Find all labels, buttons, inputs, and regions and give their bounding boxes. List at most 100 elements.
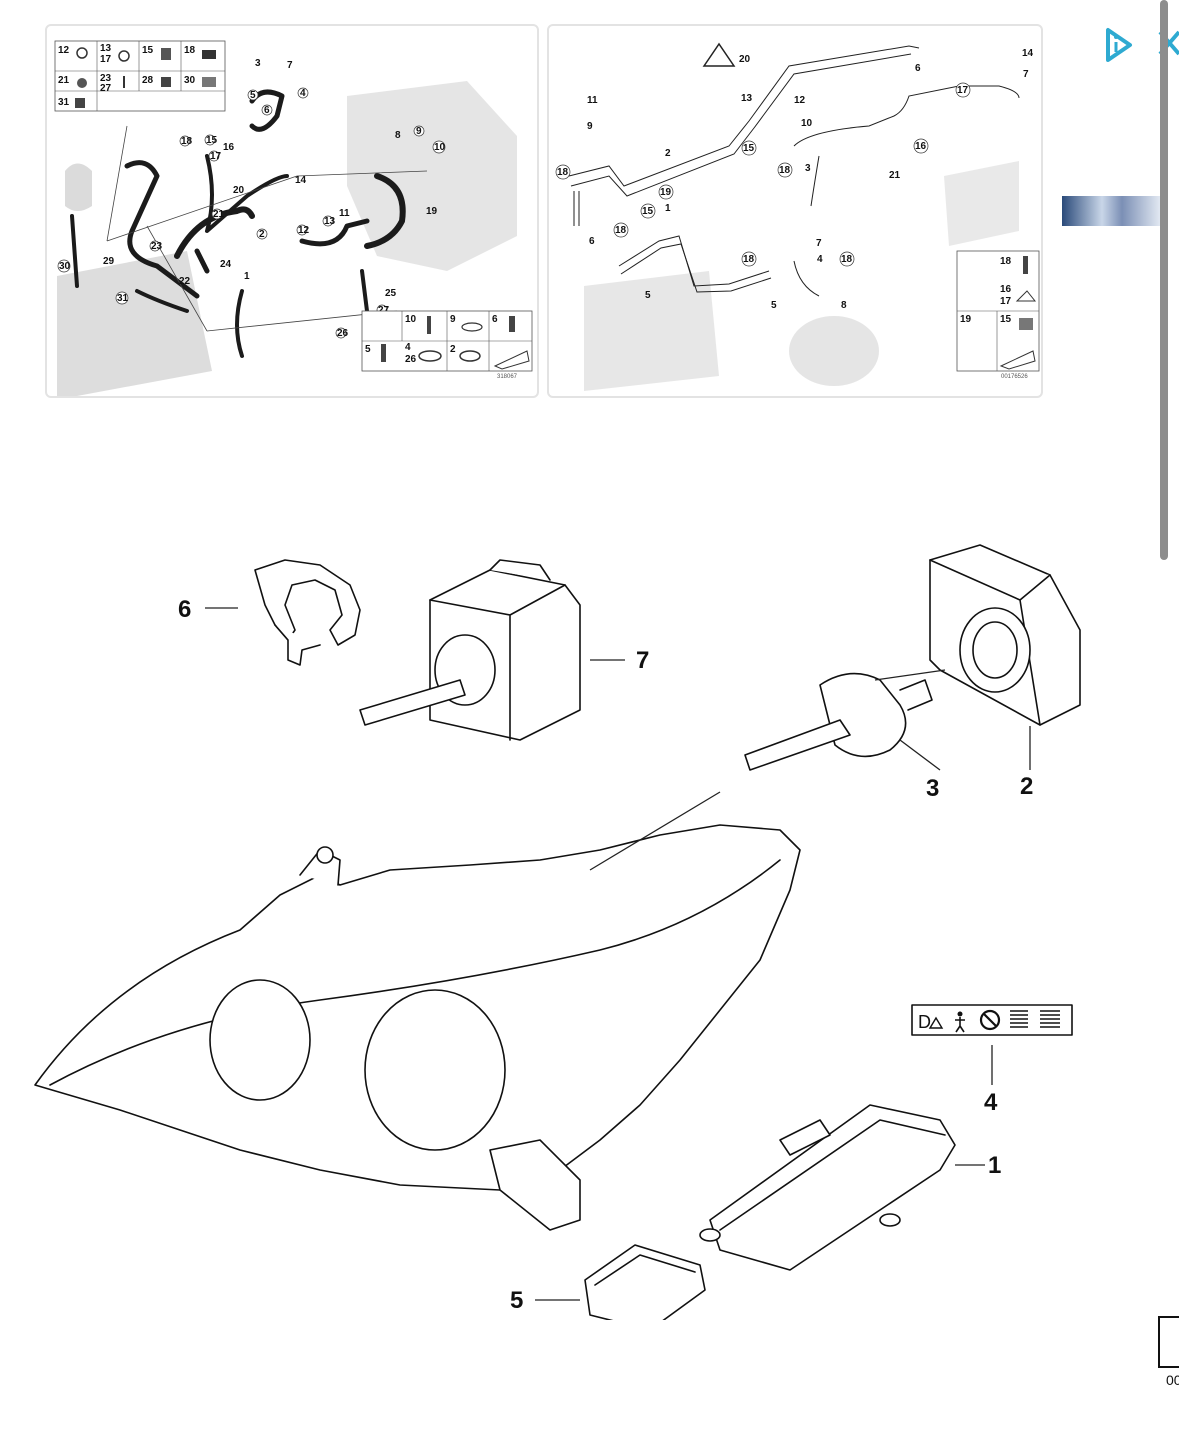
callout-part-4: 4	[984, 1089, 998, 1116]
callout: 9	[587, 121, 593, 132]
grid-label: 30	[184, 75, 196, 86]
grid-label: 13	[100, 43, 112, 54]
callout-part-6: 6	[178, 596, 191, 623]
callout: 18	[557, 167, 569, 178]
callout: 3	[805, 163, 811, 174]
kit-label: 18	[1000, 256, 1012, 267]
callout: 9	[416, 126, 422, 137]
callout: 18	[779, 165, 791, 176]
callout: 12	[298, 225, 310, 236]
callout: 4	[817, 254, 823, 265]
callout: 12	[794, 95, 806, 106]
igniter-bulb	[359, 679, 466, 726]
grid-label: 31	[58, 97, 70, 108]
thumbnail-image[interactable]	[1062, 196, 1162, 226]
cooling-system-diagram[interactable]: 12 13 17 15 18 21 23 27 28 30 31 3 7 5 6…	[45, 24, 539, 398]
igniter-housing-edges	[429, 584, 566, 741]
grid-label: 18	[184, 45, 196, 56]
ballast-mount-hole	[879, 1213, 901, 1227]
callout: 17	[957, 85, 969, 96]
callout: 10	[434, 142, 446, 153]
grid-label: 23	[100, 73, 112, 84]
callout: 16	[915, 141, 927, 152]
callout: 15	[743, 143, 755, 154]
callout: 8	[841, 300, 847, 311]
callout: 14	[295, 175, 307, 186]
callout: 7	[287, 60, 293, 71]
kit-label: 16	[1000, 284, 1012, 295]
callout-part-2: 2	[1020, 773, 1033, 800]
callout: 11	[339, 208, 350, 219]
person-icon	[955, 1011, 965, 1033]
callout: 20	[739, 54, 751, 65]
callout: 29	[103, 256, 115, 267]
callout: 1	[244, 271, 250, 282]
callout: 7	[816, 238, 822, 249]
headlight-exploded-diagram: D 6 7 3 2 4 1 5	[34, 544, 1081, 1320]
callout-part-5: 5	[510, 1287, 523, 1314]
grid-label: 27	[100, 83, 112, 94]
callout: 19	[426, 206, 438, 217]
callout: 22	[179, 276, 191, 287]
callout: 7	[1023, 69, 1029, 80]
ac-lines-diagram[interactable]: 20 14 6 7 11 13 12 10 17 9 16 2 15 18 3 …	[547, 24, 1043, 398]
engine-block-shape	[347, 81, 517, 271]
ballast-mount-hole	[699, 1228, 721, 1242]
callout: 5	[645, 290, 651, 301]
bracket-tab	[274, 624, 321, 666]
callout: 18	[743, 254, 755, 265]
page-number: 00	[1166, 1372, 1179, 1388]
socket-block-edges	[929, 559, 1051, 726]
grid-label: 28	[142, 75, 154, 86]
kit-label: 26	[405, 354, 417, 365]
diagram-id: 318067	[497, 374, 518, 380]
adjuster-knob	[316, 846, 334, 864]
callout: 25	[385, 288, 397, 299]
low-beam-ring	[209, 979, 311, 1101]
control-module-edge	[594, 1254, 696, 1286]
kit-label: 9	[450, 314, 456, 325]
callout: 8	[395, 130, 401, 141]
ac-diagram-drawing: 20 14 6 7 11 13 12 10 17 9 16 2 15 18 3 …	[555, 42, 1040, 391]
grid-label: 21	[58, 75, 70, 86]
radiator-shape	[57, 251, 212, 396]
ad-choices-icon[interactable]	[1106, 28, 1132, 62]
kit-label: 17	[1000, 296, 1012, 307]
callout-part-1: 1	[988, 1152, 1001, 1179]
callout: 18	[615, 225, 627, 236]
callout: 15	[642, 206, 654, 217]
callout-part-3: 3	[926, 775, 939, 802]
diagram-id: 00176526	[1001, 374, 1028, 380]
callout: 2	[259, 229, 265, 240]
callout: 20	[233, 185, 245, 196]
high-beam-ring	[364, 989, 506, 1151]
callout: 30	[59, 261, 71, 272]
warning-label	[911, 1004, 1073, 1036]
callout: 3	[255, 58, 261, 69]
callout: 26	[337, 328, 349, 339]
socket-ring-inner	[972, 621, 1018, 679]
headlight-ballast-mount	[489, 1139, 581, 1231]
callout: 23	[151, 241, 163, 252]
callout: 17	[210, 151, 222, 162]
callout: 18	[181, 136, 193, 147]
callout: 15	[206, 135, 218, 146]
callout: 24	[220, 259, 232, 270]
caution-triangle-icon	[928, 1016, 944, 1029]
document-icon[interactable]	[1158, 1316, 1179, 1368]
scrollbar[interactable]	[1160, 0, 1168, 560]
callout: 13	[324, 216, 336, 227]
callout: 13	[741, 93, 753, 104]
instructions-icon	[1010, 1010, 1060, 1028]
kit-label: 2	[450, 344, 456, 355]
callout: 4	[300, 88, 306, 99]
callout: 5	[771, 300, 777, 311]
callout: 2	[665, 148, 671, 159]
kit-label: 15	[1000, 314, 1012, 325]
callout: 27	[378, 305, 390, 316]
grid-label: 17	[100, 54, 112, 65]
callout: 6	[589, 236, 595, 247]
callout: 6	[915, 63, 921, 74]
kit-label: 10	[405, 314, 417, 325]
callout: 18	[841, 254, 853, 265]
